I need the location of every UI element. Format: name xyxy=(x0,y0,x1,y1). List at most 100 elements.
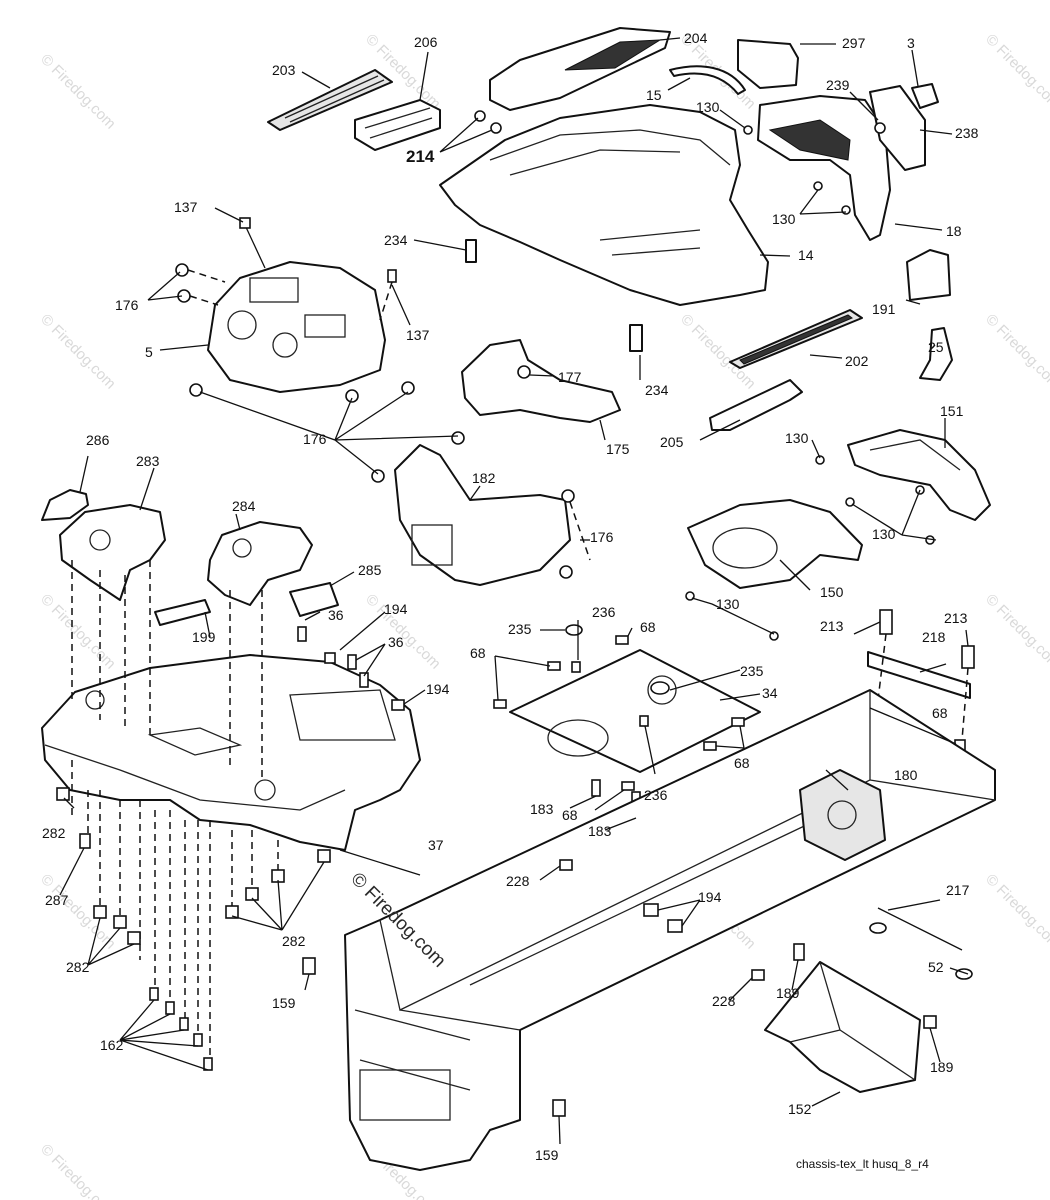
label-52: 52 xyxy=(928,959,944,975)
part-183-bolt xyxy=(591,779,601,797)
part-36-screw xyxy=(359,672,369,688)
watermark: © Firedog.com xyxy=(677,311,759,393)
part-130-screw xyxy=(743,125,753,135)
part-282-clip xyxy=(93,905,107,919)
part-159-bolt xyxy=(302,957,316,975)
label-176: 176 xyxy=(590,529,614,545)
label-286: 286 xyxy=(86,432,110,448)
label-214: 214 xyxy=(406,147,435,166)
part-297-insert xyxy=(737,39,799,89)
label-236: 236 xyxy=(592,604,616,620)
watermark: © Firedog.com xyxy=(37,1141,119,1200)
part-217-rod xyxy=(877,907,963,951)
part-282-clip xyxy=(113,915,127,929)
part-137-pin xyxy=(239,217,251,229)
label-175: 175 xyxy=(606,441,630,457)
label-236: 236 xyxy=(644,787,668,803)
part-68-bolt xyxy=(731,717,745,727)
label-282: 282 xyxy=(42,825,66,841)
leader-lines xyxy=(59,37,969,1145)
part-286-badge xyxy=(41,489,89,521)
part-205-deflector xyxy=(709,379,803,431)
part-68-bolt xyxy=(703,741,717,751)
part-130-screw xyxy=(841,205,851,215)
label-284: 284 xyxy=(232,498,256,514)
label-5: 5 xyxy=(145,344,153,360)
label-3: 3 xyxy=(907,35,915,51)
part-52-bushing xyxy=(869,922,887,934)
label-182: 182 xyxy=(472,470,496,486)
part-130-screw xyxy=(769,631,779,641)
label-194: 194 xyxy=(698,889,722,905)
label-159: 159 xyxy=(272,995,296,1011)
label-14: 14 xyxy=(798,247,814,263)
label-34: 34 xyxy=(762,685,778,701)
part-282-clip xyxy=(127,931,141,945)
label-205: 205 xyxy=(660,434,684,450)
part-68-bolt xyxy=(493,699,507,709)
part-236-spacer xyxy=(639,715,649,727)
label-189: 189 xyxy=(930,1059,954,1075)
watermark: © Firedog.com xyxy=(982,311,1050,393)
part-130-screw xyxy=(813,181,823,191)
part-228-bolt xyxy=(559,859,573,871)
part-162-screw xyxy=(193,1033,203,1047)
label-283: 283 xyxy=(136,453,160,469)
part-162-screw xyxy=(149,987,159,1001)
label-150: 150 xyxy=(820,584,844,600)
part-235-grommet xyxy=(650,681,670,695)
part-199-plate xyxy=(154,599,211,626)
part-176-bolt xyxy=(401,381,415,395)
label-189: 189 xyxy=(776,985,800,1001)
part-213-bolt xyxy=(879,609,893,635)
part-189-bolt xyxy=(793,943,805,961)
label-25: 25 xyxy=(928,339,944,355)
label-159: 159 xyxy=(535,1147,559,1163)
part-177-nut xyxy=(517,365,531,379)
label-183: 183 xyxy=(588,823,612,839)
label-213: 213 xyxy=(820,618,844,634)
hood-assembly xyxy=(267,27,953,431)
label-217: 217 xyxy=(946,882,970,898)
part-3-lamp xyxy=(911,83,939,109)
part-282-clip xyxy=(56,787,70,801)
label-130: 130 xyxy=(772,211,796,227)
label-180: 180 xyxy=(894,767,918,783)
label-151: 151 xyxy=(940,403,964,419)
part-137-pin xyxy=(387,269,397,283)
label-235: 235 xyxy=(740,663,764,679)
label-239: 239 xyxy=(826,77,850,93)
label-68: 68 xyxy=(470,645,486,661)
part-282-clip xyxy=(225,905,239,919)
label-68: 68 xyxy=(734,755,750,771)
label-176: 176 xyxy=(115,297,139,313)
part-15-trim-strip xyxy=(669,65,746,95)
label-183: 183 xyxy=(530,801,554,817)
label-203: 203 xyxy=(272,62,296,78)
part-189-bolt xyxy=(923,1015,937,1029)
label-15: 15 xyxy=(646,87,662,103)
part-152-cover xyxy=(764,961,921,1093)
part-214-fastener xyxy=(490,122,502,134)
diagram-caption: chassis-tex_lt husq_8_r4 xyxy=(796,1157,929,1171)
part-282-clip xyxy=(317,849,331,863)
label-68: 68 xyxy=(640,619,656,635)
label-213: 213 xyxy=(944,610,968,626)
part-25-clip xyxy=(919,327,953,381)
part-labels: 203 206 204 297 3 15 239 130 238 214 130… xyxy=(42,30,979,1163)
label-297: 297 xyxy=(842,35,866,51)
part-68-bolt xyxy=(621,781,635,791)
fender-assembly xyxy=(41,489,421,1071)
label-130: 130 xyxy=(696,99,720,115)
label-130: 130 xyxy=(872,526,896,542)
part-176-bolt xyxy=(189,383,203,397)
part-176-bolt xyxy=(559,565,573,579)
label-282: 282 xyxy=(282,933,306,949)
part-36-screw xyxy=(297,626,307,642)
part-194-nut xyxy=(391,699,405,711)
part-213-bolt xyxy=(961,645,975,669)
label-162: 162 xyxy=(100,1037,124,1053)
part-236-spacer xyxy=(571,661,581,673)
part-162-screw xyxy=(179,1017,189,1031)
part-151-bracket xyxy=(847,429,991,521)
